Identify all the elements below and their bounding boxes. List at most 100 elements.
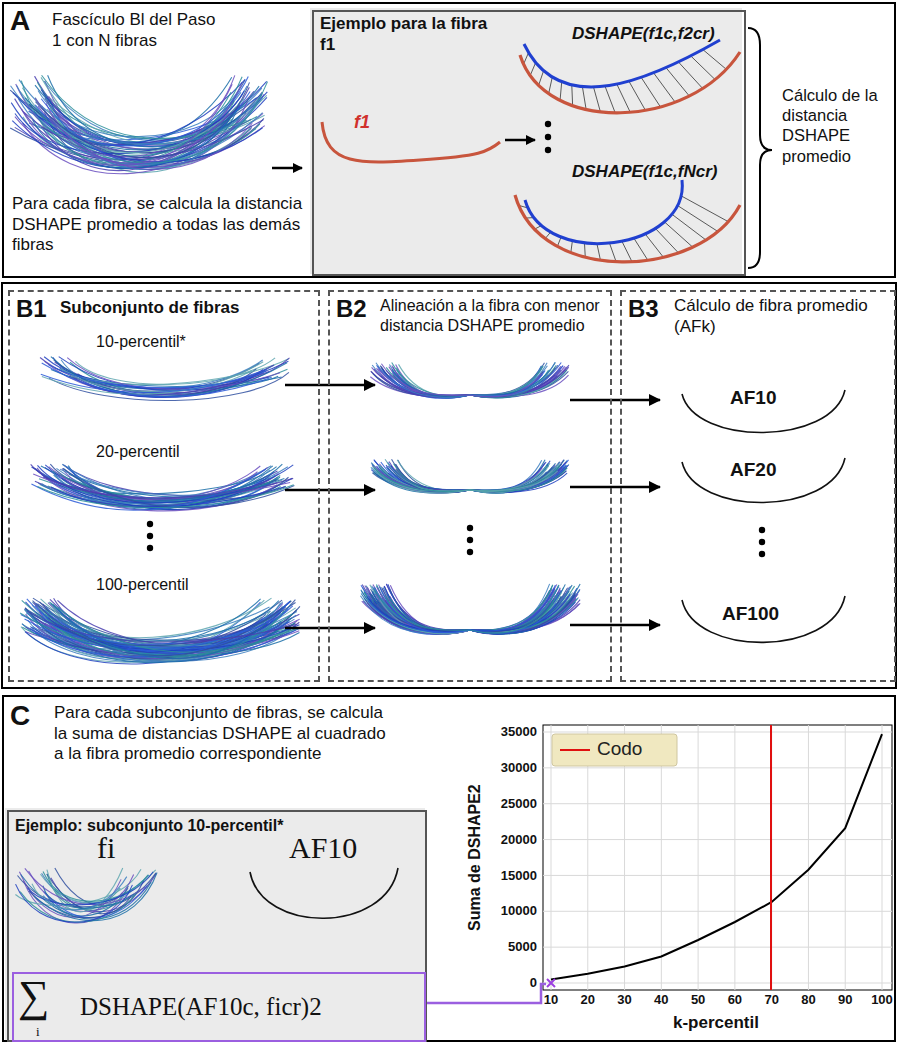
fiber bbox=[35, 82, 249, 157]
fiber bbox=[47, 82, 268, 163]
data-curve bbox=[551, 734, 882, 979]
fiber bbox=[381, 364, 541, 397]
fiber bbox=[35, 98, 252, 169]
fiber bbox=[31, 469, 265, 510]
distance-hatch bbox=[539, 71, 544, 86]
axis-tick: 20000 bbox=[501, 832, 537, 848]
arrow bbox=[505, 139, 535, 142]
axis-tick: 30 bbox=[617, 992, 631, 1008]
flow-arrow bbox=[285, 627, 375, 630]
grid-line bbox=[543, 983, 892, 984]
axis-tick: 50 bbox=[691, 992, 705, 1008]
average-fiber bbox=[682, 458, 845, 502]
panel: B1Subconjunto de fibras10-percentil*20-p… bbox=[8, 290, 320, 682]
fiber-f1 bbox=[515, 195, 740, 262]
fiber bbox=[48, 608, 282, 646]
distance-hatch bbox=[681, 196, 728, 222]
distance-hatch bbox=[560, 82, 562, 101]
node-text: fi bbox=[97, 830, 115, 867]
fiber bbox=[364, 592, 554, 633]
legend-text: Codo bbox=[597, 738, 642, 761]
average-fiber bbox=[250, 868, 398, 918]
fiber bbox=[67, 358, 280, 390]
node-text: 100-percentil bbox=[96, 575, 189, 595]
node-text: f1 bbox=[354, 112, 370, 134]
fiber bbox=[368, 585, 556, 633]
fiber bbox=[376, 362, 555, 397]
axis-tick: 10 bbox=[544, 992, 558, 1008]
brace bbox=[748, 28, 772, 268]
distance-hatch bbox=[641, 77, 660, 107]
node-text: AF100 bbox=[722, 602, 779, 625]
fiber bbox=[365, 585, 579, 632]
distance-hatch bbox=[622, 241, 632, 262]
distance-hatch bbox=[571, 241, 573, 253]
distance-hatch bbox=[672, 214, 706, 240]
distance-hatch bbox=[645, 234, 663, 257]
distance-hatch bbox=[597, 244, 601, 261]
leader-line bbox=[425, 984, 546, 1003]
fiber bbox=[22, 109, 230, 165]
flow-arrow bbox=[285, 384, 375, 387]
distance-hatch bbox=[617, 84, 630, 112]
node-text: AF10 bbox=[730, 386, 776, 409]
grid-line bbox=[808, 725, 809, 990]
panel-frame bbox=[2, 283, 896, 688]
grid-line bbox=[771, 725, 772, 990]
node-text: Ejemplo para la fibra f1 bbox=[320, 14, 495, 55]
fiber bbox=[23, 112, 263, 158]
axis-tick: 5000 bbox=[508, 939, 537, 955]
node-text: AF20 bbox=[730, 458, 776, 481]
node-text: 20-percentil bbox=[96, 442, 180, 462]
axis-tick: 30000 bbox=[501, 760, 537, 776]
fiber bbox=[37, 485, 293, 508]
grid-line bbox=[698, 725, 699, 990]
arrow bbox=[272, 167, 302, 170]
fiber bbox=[27, 611, 296, 642]
legend-sample bbox=[560, 749, 590, 751]
fiber bbox=[48, 365, 266, 388]
axis-tick: 90 bbox=[838, 992, 852, 1008]
node-text: i bbox=[36, 1024, 40, 1040]
fiber bbox=[41, 369, 267, 392]
node-text: Para cada fibra, se calcula la distancia… bbox=[12, 194, 312, 256]
distance-hatch bbox=[634, 238, 648, 260]
node-text: Para cada subconjunto de fibras, se calc… bbox=[54, 703, 399, 765]
axis-tick: 80 bbox=[801, 992, 815, 1008]
grid-line bbox=[845, 725, 846, 990]
fiber-f1 bbox=[322, 122, 500, 162]
fiber bbox=[374, 460, 567, 493]
flow-arrow bbox=[570, 624, 660, 627]
node-text: DSHAPE(f1c,f2cr) bbox=[572, 24, 715, 45]
panel: B3Cálculo de fibra promedio (AFk)AF10AF2… bbox=[620, 290, 896, 682]
fiber-compared bbox=[525, 180, 682, 244]
fiber bbox=[35, 98, 244, 153]
node-text: DSHAPE(AF10c, ficr)2 bbox=[80, 992, 322, 1023]
fiber bbox=[43, 877, 127, 910]
fiber bbox=[394, 464, 560, 492]
node-text: Ejemplo: subconjunto 10-percentil* bbox=[15, 816, 420, 836]
fiber bbox=[16, 884, 133, 922]
elbow-chart bbox=[543, 725, 892, 990]
grid-line bbox=[543, 732, 892, 733]
fiber bbox=[32, 601, 261, 656]
panel-letter: B3 bbox=[628, 294, 659, 323]
distance-hatch bbox=[703, 50, 726, 70]
axis-tick: 15000 bbox=[501, 868, 537, 884]
example-ground bbox=[310, 8, 742, 274]
fiber bbox=[45, 893, 134, 909]
grid-line bbox=[543, 911, 892, 912]
example-box: Ejemplo para la fibra f1 f1 DSHAPE(f1c,f2c… bbox=[312, 10, 746, 276]
distance-hatch bbox=[654, 73, 676, 102]
axis-title: Suma de DSHAPE2 bbox=[464, 785, 483, 932]
panel: AFascículo Bl del Paso 1 con N fibrasPar… bbox=[2, 2, 896, 278]
fiber bbox=[42, 97, 263, 169]
distance-hatch bbox=[593, 87, 600, 112]
average-fiber bbox=[682, 596, 845, 642]
panel: CPara cada subconjunto de fibras, se cal… bbox=[2, 695, 896, 1042]
axis-title: k-percentil bbox=[673, 1013, 759, 1033]
fiber bbox=[46, 115, 241, 144]
axis-tick: 20 bbox=[581, 992, 595, 1008]
fiber bbox=[385, 596, 553, 633]
